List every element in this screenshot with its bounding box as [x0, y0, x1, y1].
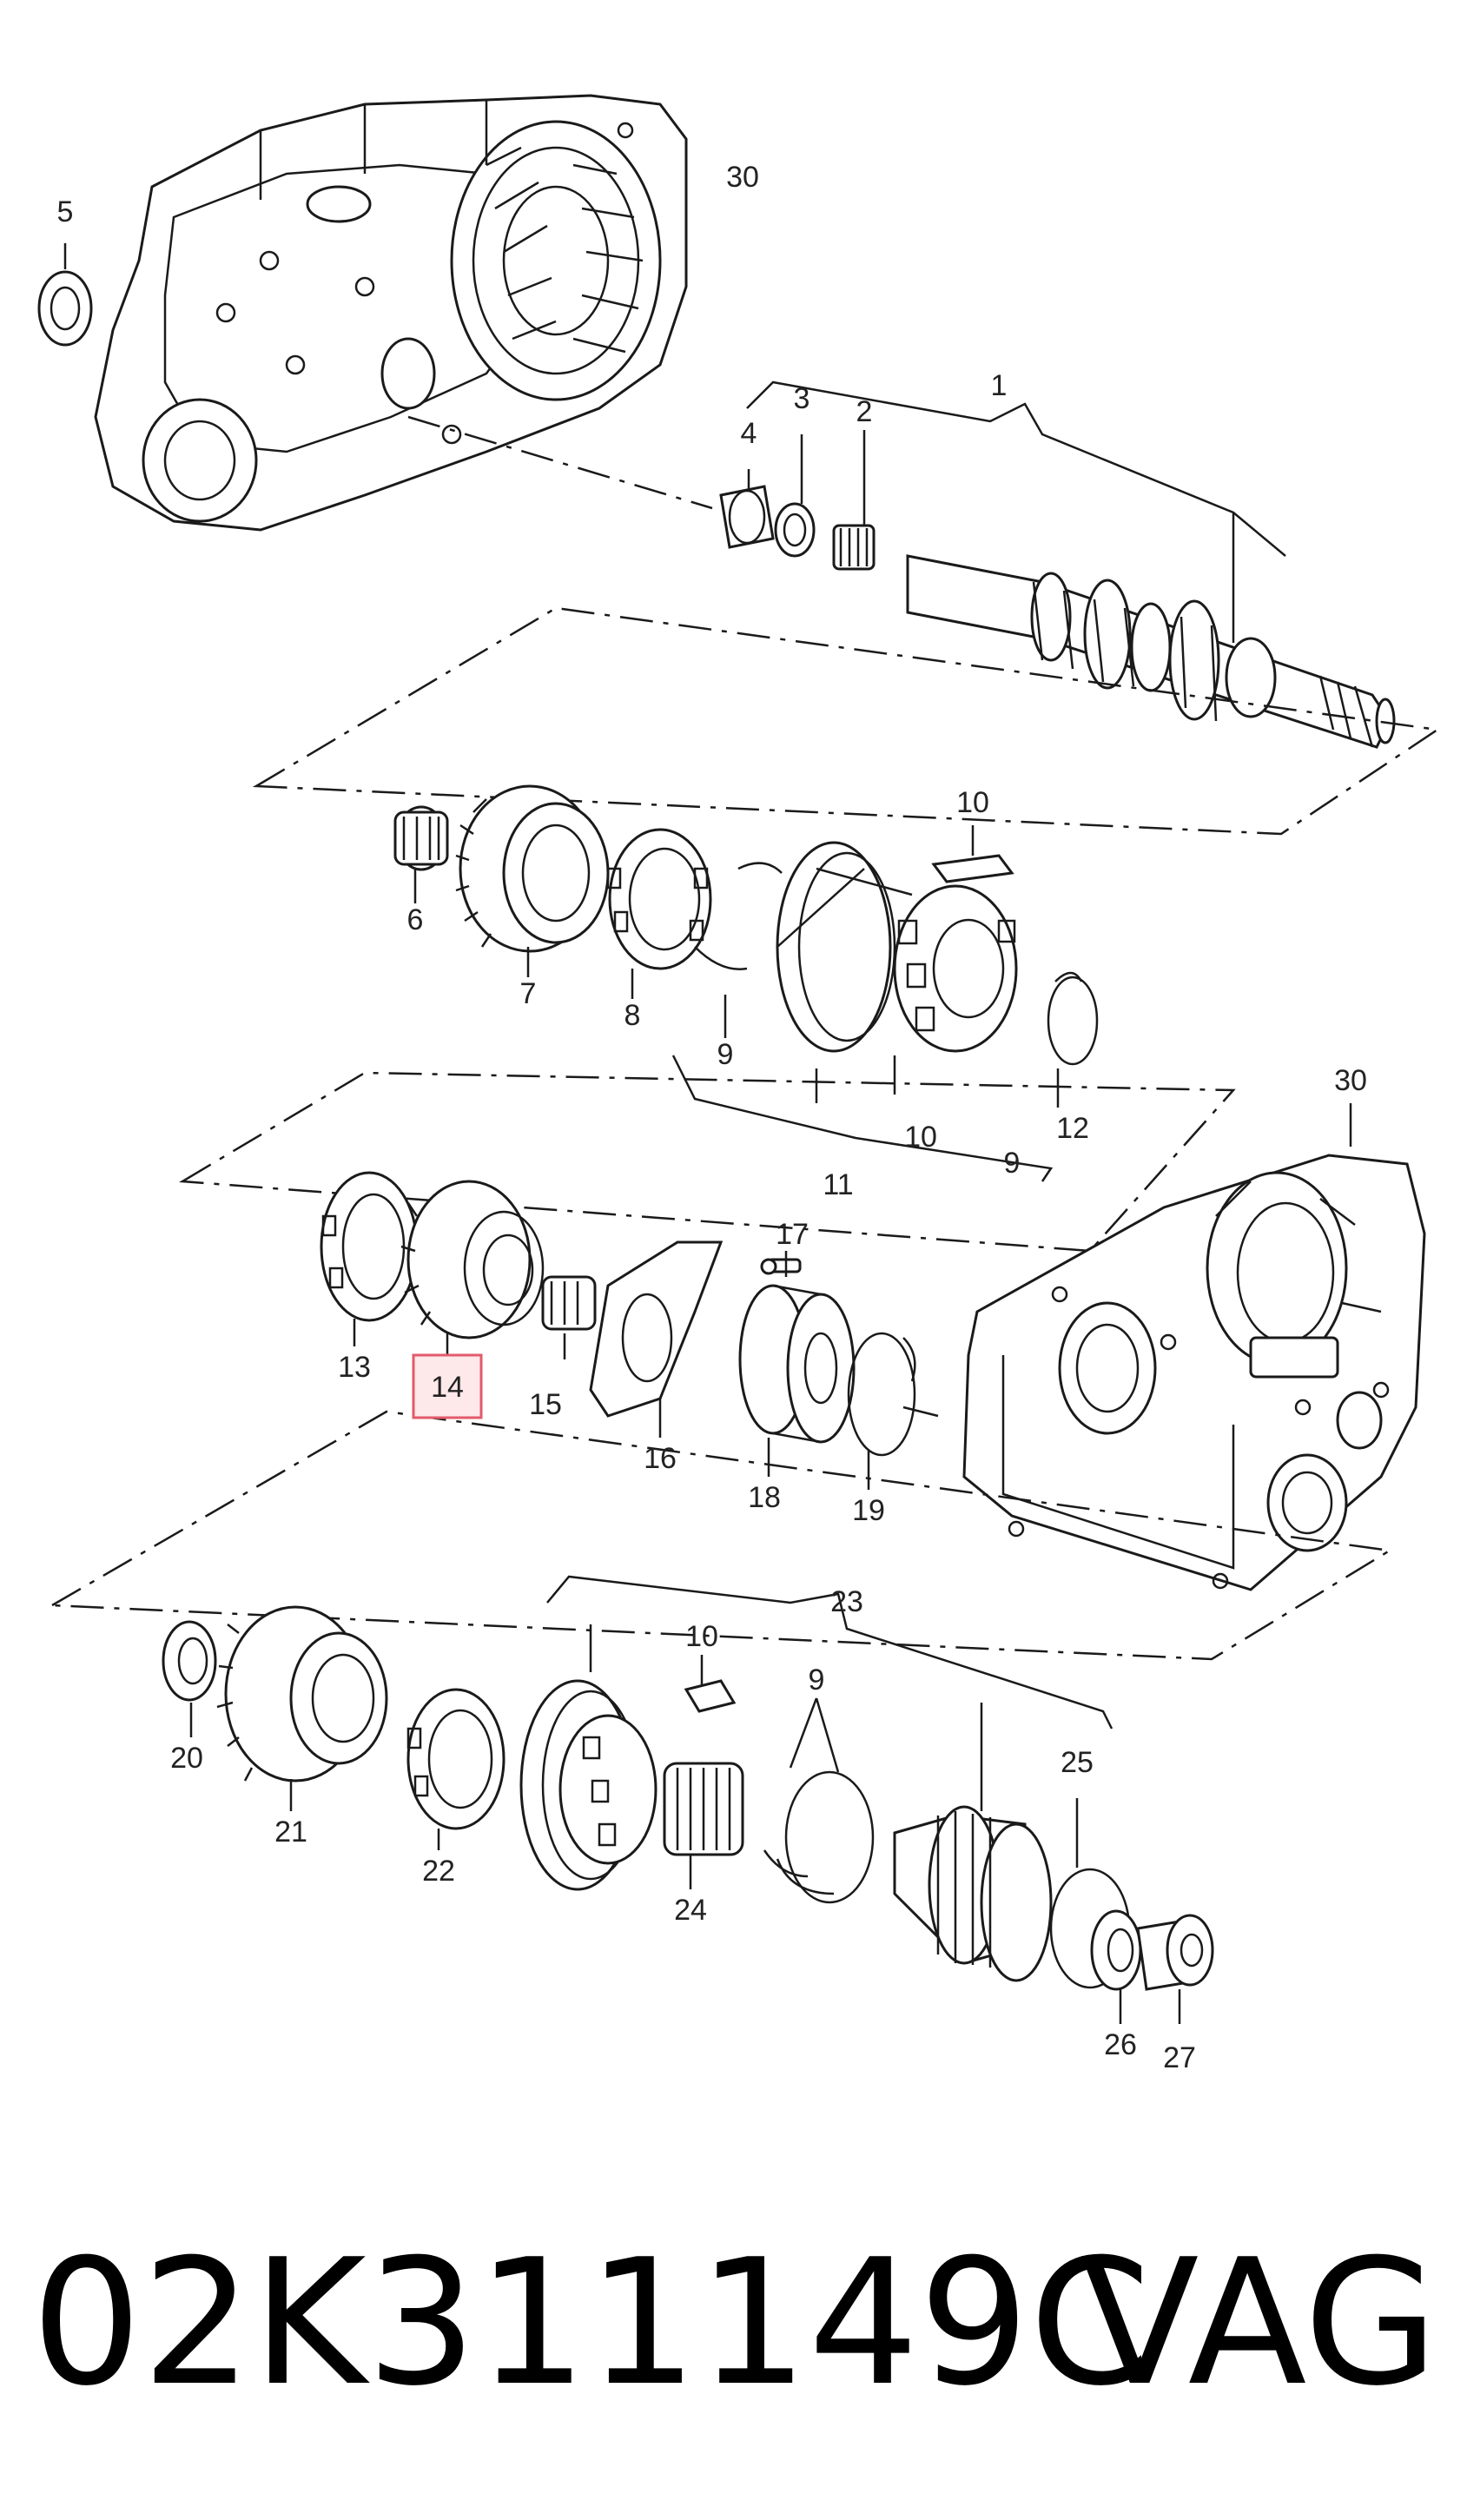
assembly-box-row-4: [48, 1410, 1393, 1661]
callout-16: 16: [644, 1442, 677, 1475]
needle-bearing-part-2: [832, 430, 876, 571]
callout-5: 5: [57, 195, 74, 228]
callout-9-b: 9: [1004, 1147, 1021, 1180]
callout-10-c: 10: [685, 1620, 718, 1653]
bolt-part-17: [760, 1251, 802, 1277]
callout-26: 26: [1104, 2028, 1137, 2061]
callout-1: 1: [991, 369, 1008, 402]
flange-part-27: [1136, 1914, 1214, 2024]
callout-27: 27: [1163, 2041, 1196, 2074]
bracket-part-23: [546, 1575, 1113, 1730]
callout-14: 14: [431, 1371, 464, 1404]
callout-4: 4: [741, 417, 757, 450]
callout-7: 7: [520, 977, 537, 1010]
callout-30-top: 30: [726, 161, 759, 194]
flange-part-26: [1090, 1909, 1142, 2024]
part-number: 02K311149C: [31, 2222, 1151, 2424]
gear-part-14: [400, 1180, 545, 1368]
seal-part-5: [37, 243, 93, 347]
callout-10-b: 10: [904, 1121, 937, 1154]
gear-part-21: [216, 1605, 388, 1811]
needle-bearing-part-4: [719, 469, 775, 549]
callout-22: 22: [422, 1855, 455, 1888]
thrust-washer-part-20: [162, 1620, 217, 1737]
synchro-ring-part-13: [320, 1171, 419, 1346]
assembly-line-shaft: [407, 415, 713, 510]
circlip-part-12: [1047, 971, 1099, 1108]
circlip-part-19: [847, 1332, 939, 1490]
needle-bearing-part-15: [541, 1275, 597, 1359]
callout-20: 20: [170, 1742, 203, 1775]
synchro-ring-part-8: [606, 828, 712, 999]
callout-12: 12: [1056, 1112, 1089, 1145]
main-shaft-part-1: [906, 554, 1396, 749]
bracket-part-10-11: [671, 1055, 1054, 1182]
spring-clips-part-9: [694, 862, 783, 1038]
gearbox-housing-top: [94, 94, 688, 532]
callout-6: 6: [407, 903, 424, 936]
brand-name: VAG: [1080, 2222, 1438, 2424]
callout-25: 25: [1061, 1746, 1094, 1779]
synchro-hub-part-11: [776, 841, 1018, 1103]
callout-13: 13: [338, 1351, 371, 1384]
synchro-hub-part-23: [519, 1624, 658, 1891]
callout-9-c: 9: [809, 1663, 825, 1697]
output-shaft-gear-part-23: [893, 1703, 1053, 1982]
callout-10-a: 10: [956, 786, 989, 819]
bracket-part-1: [746, 380, 1286, 643]
callout-19: 19: [852, 1494, 885, 1527]
callout-24: 24: [674, 1894, 707, 1927]
synchro-ring-part-22: [406, 1688, 506, 1850]
callout-9-a: 9: [717, 1038, 734, 1071]
caption: 02K311149C VAG: [31, 2224, 1438, 2424]
shift-key-part-10-top: [931, 825, 1014, 883]
part-14-highlight: [412, 1353, 483, 1419]
callout-17: 17: [776, 1218, 809, 1251]
callout-21: 21: [274, 1816, 307, 1849]
callout-2: 2: [856, 395, 873, 428]
callout-18: 18: [748, 1481, 781, 1514]
callout-8: 8: [624, 999, 641, 1032]
needle-bearing-part-24: [663, 1762, 744, 1889]
bracket-plate-part-16: [589, 1240, 724, 1438]
bearing-part-3: [774, 434, 816, 558]
callout-3: 3: [794, 382, 810, 415]
circlips-part-9-bottom: [763, 1697, 875, 1904]
needle-bearing-part-6: [393, 805, 449, 903]
callout-15: 15: [529, 1388, 562, 1421]
ball-bearing-part-18: [738, 1284, 856, 1477]
callout-30-right: 30: [1334, 1064, 1367, 1097]
callout-23: 23: [830, 1585, 863, 1618]
shift-key-part-10-bottom: [684, 1655, 737, 1713]
assembly-box-row-3: [178, 1071, 1236, 1253]
gearbox-housing-right: [962, 1103, 1426, 1591]
callout-11: 11: [823, 1168, 853, 1201]
gear-part-7: [455, 784, 610, 977]
